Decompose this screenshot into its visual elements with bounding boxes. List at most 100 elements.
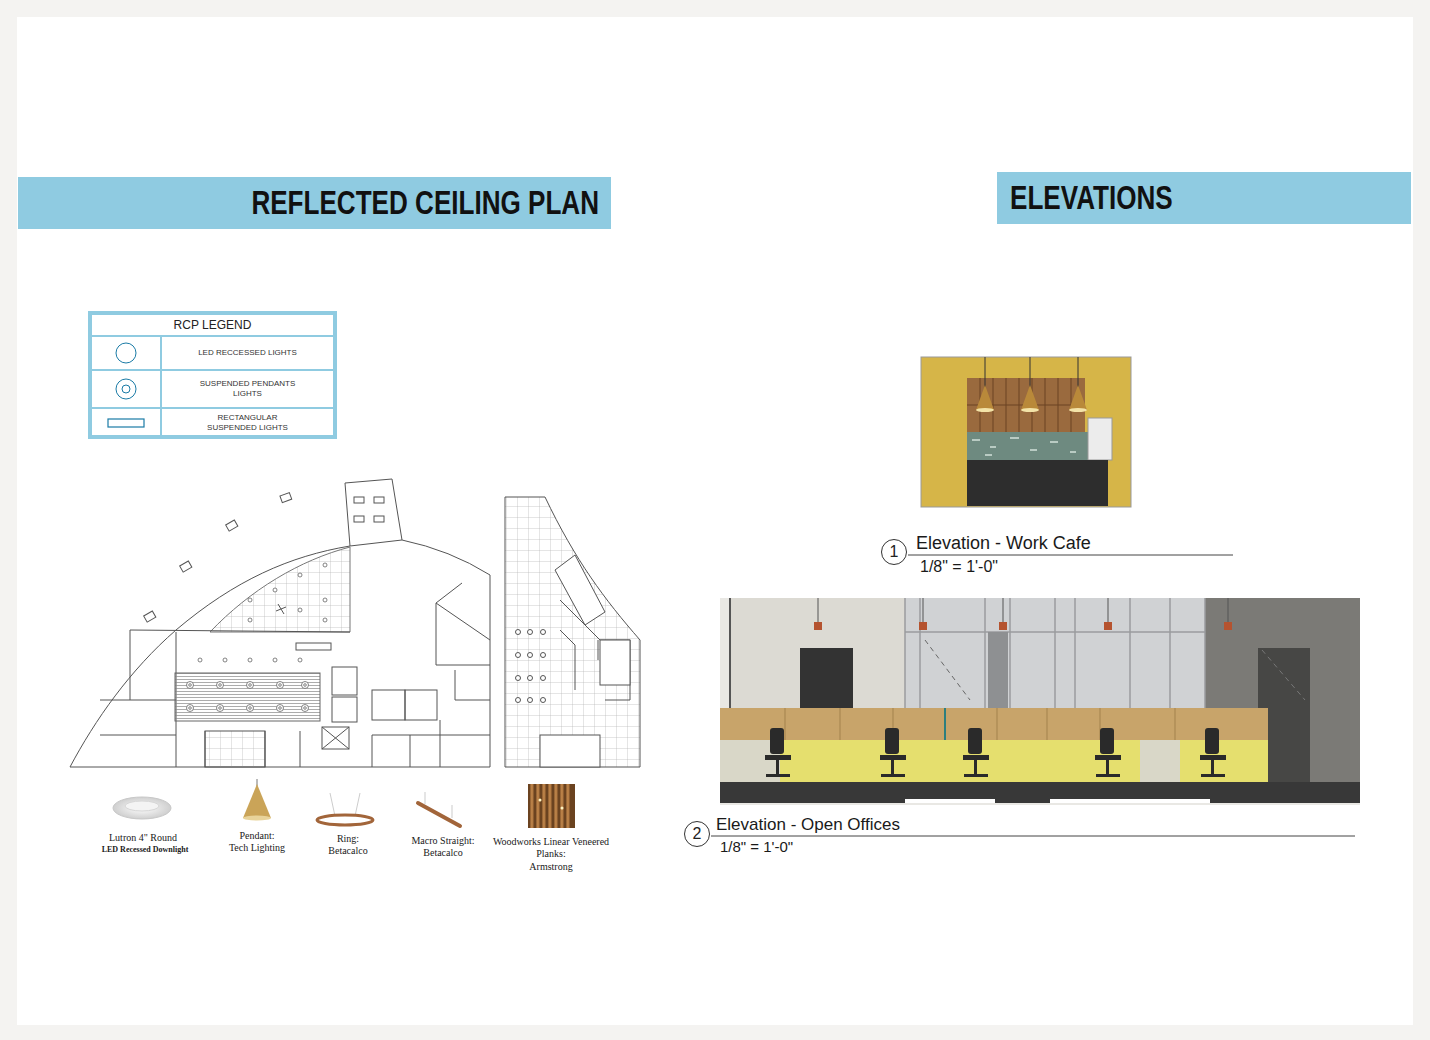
cafe-elevation: [1088, 418, 1112, 460]
office-elevation: [1205, 728, 1219, 754]
title-line: [711, 836, 1355, 837]
office-elevation: [1224, 622, 1232, 630]
office-elevation: [988, 632, 1008, 708]
office-elevation: [1096, 774, 1120, 777]
downlight-image: [113, 797, 171, 819]
office-elevation: [1104, 622, 1112, 630]
cafe-elevation: [967, 432, 1097, 460]
floor-plan: [144, 611, 156, 622]
ceiling-lights: [323, 618, 327, 622]
product-name: Pendant:: [240, 830, 275, 842]
ceiling-lights: [198, 658, 202, 662]
wood-planks-image: [530, 784, 534, 828]
floor-plan: [296, 643, 331, 650]
floor-plan: [176, 546, 350, 630]
banner-title: ELEVATIONS: [1010, 179, 1173, 217]
legend-row: RECTANGULAR SUSPENDED LIGHTS: [92, 409, 333, 437]
office-elevation: [814, 622, 822, 630]
office-elevation: [905, 598, 1205, 708]
floor-plan: [516, 653, 521, 658]
ceiling-lights: [277, 705, 284, 712]
floor-plan: [436, 583, 490, 665]
cafe-elevation: [921, 357, 1131, 507]
floor-plan: [175, 673, 320, 721]
floor-plan: [205, 731, 265, 767]
legend-sample: [92, 371, 162, 407]
downlight-image: [125, 801, 159, 811]
floor-plan: [505, 497, 640, 767]
linear-light-image: [418, 803, 460, 826]
product-maker: Tech Lighting: [229, 842, 285, 854]
office-elevation: [766, 774, 790, 777]
product-maker: Armstrong: [529, 861, 572, 873]
ceiling-lights: [302, 705, 309, 712]
scale-note: 1/8" = 1'-0": [920, 557, 998, 576]
product-note: LED Recessed Downlight: [102, 845, 189, 855]
floor-plan: [405, 690, 437, 720]
office-elevation: [1106, 760, 1109, 774]
office-elevation: [881, 774, 905, 777]
office-elevation: [999, 622, 1007, 630]
office-elevation: [800, 648, 853, 708]
legend-sample: [92, 409, 162, 437]
legend-row: LED RECCESSED LIGHTS: [92, 337, 333, 371]
floor-plan: [345, 479, 402, 546]
floor-plan: [322, 727, 349, 749]
floor-plan: [516, 676, 521, 681]
product-name: Ring:: [337, 833, 359, 845]
office-elevation: [1050, 799, 1210, 803]
floor-plan: [541, 676, 546, 681]
floor-plan: [372, 670, 490, 767]
floor-plan: [540, 735, 600, 767]
ceiling-lights: [189, 707, 192, 710]
office-elevation: [765, 755, 791, 760]
legend-row: SUSPENDED PENDANTS LIGHTS: [92, 371, 333, 409]
legend-cell: LED RECCESSED LIGHTS: [162, 337, 333, 369]
ceiling-lights: [248, 598, 252, 602]
office-elevation: [720, 598, 1360, 805]
floor-plan: [322, 727, 349, 749]
office-elevation: [1262, 650, 1305, 700]
office-elevation: [968, 728, 982, 754]
legend-symbol: [122, 385, 130, 393]
floor-plan: [374, 516, 384, 522]
ceiling-lights: [277, 682, 284, 689]
product-name: Lutron 4" Round: [109, 832, 177, 844]
ring-image: [355, 793, 360, 816]
cafe-elevation: [985, 357, 1078, 388]
ceiling-lights: [187, 705, 194, 712]
wood-planks-image: [528, 784, 575, 828]
office-elevation: [720, 708, 1268, 740]
ceiling-lights: [187, 563, 328, 712]
legend-cell: SUSPENDED PENDANTS LIGHTS: [162, 371, 333, 407]
office-elevation: [925, 640, 970, 700]
floor-plan: [276, 604, 286, 614]
ceiling-lights: [217, 682, 224, 689]
floor-plan: [332, 697, 357, 722]
office-elevation: [720, 782, 1360, 803]
wood-planks-image: [561, 807, 564, 810]
wood-planks-image: [566, 784, 570, 828]
office-elevation: [905, 598, 1205, 708]
ring-image: [330, 793, 335, 816]
floor-plan: [100, 630, 176, 767]
ceiling-lights: [323, 598, 327, 602]
floor-plan: [528, 698, 533, 703]
ceiling-lights: [189, 684, 192, 687]
floor-plan: [528, 630, 533, 635]
legend-sample: [92, 337, 162, 369]
office-elevation: [1100, 728, 1114, 754]
linear-light-image: [452, 805, 453, 818]
floor-plan: [280, 493, 292, 503]
office-elevation: [964, 774, 988, 777]
office-elevation: [765, 728, 1226, 777]
floor-plan: [541, 653, 546, 658]
ceiling-lights: [219, 684, 222, 687]
product-maker: Betacalco: [423, 847, 462, 859]
cafe-elevation: [972, 438, 1076, 455]
ceiling-lights: [248, 658, 252, 662]
office-elevation: [776, 760, 779, 774]
callout-circle: 2: [684, 821, 710, 847]
